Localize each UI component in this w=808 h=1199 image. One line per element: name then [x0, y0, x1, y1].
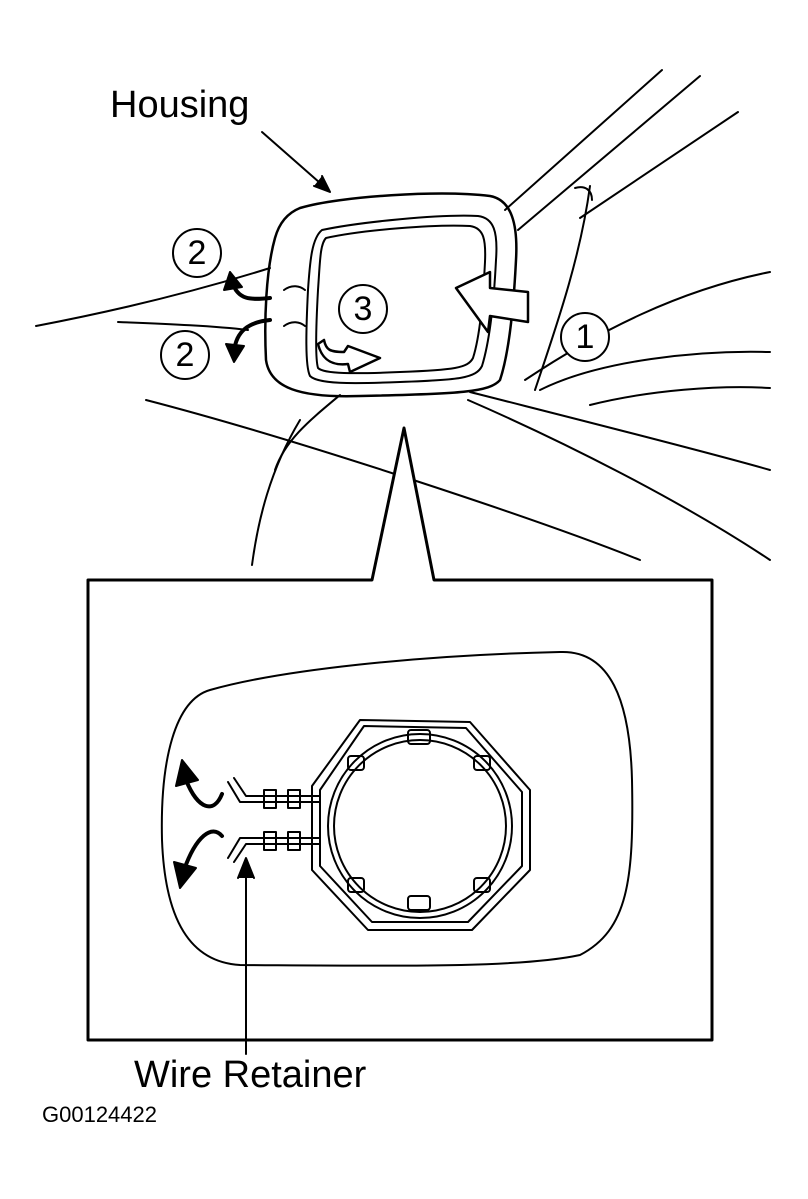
callout-step-1: 1 — [560, 312, 610, 362]
detail-wire-retainer — [227, 777, 321, 863]
figure-code: G00124422 — [42, 1102, 157, 1127]
release-arrows-top — [223, 271, 272, 363]
detail-housing-back — [160, 650, 634, 967]
callout-step-3: 3 — [338, 284, 388, 334]
detail-actuator — [311, 719, 531, 931]
step-3-arrow — [316, 338, 382, 374]
housing-leader — [261, 131, 331, 193]
mirror-housing — [264, 192, 518, 398]
housing-label: Housing — [110, 84, 250, 126]
step-1-arrow — [454, 270, 530, 334]
callout-step-2-upper: 2 — [172, 228, 222, 278]
detail-release-arrows — [173, 759, 224, 889]
callout-step-2-lower: 2 — [160, 330, 210, 380]
detail-callout-box — [86, 426, 714, 1042]
wire-retainer-label: Wire Retainer — [134, 1054, 367, 1096]
wire-retainer-leader — [237, 857, 255, 1055]
car-body-lines — [35, 69, 771, 566]
